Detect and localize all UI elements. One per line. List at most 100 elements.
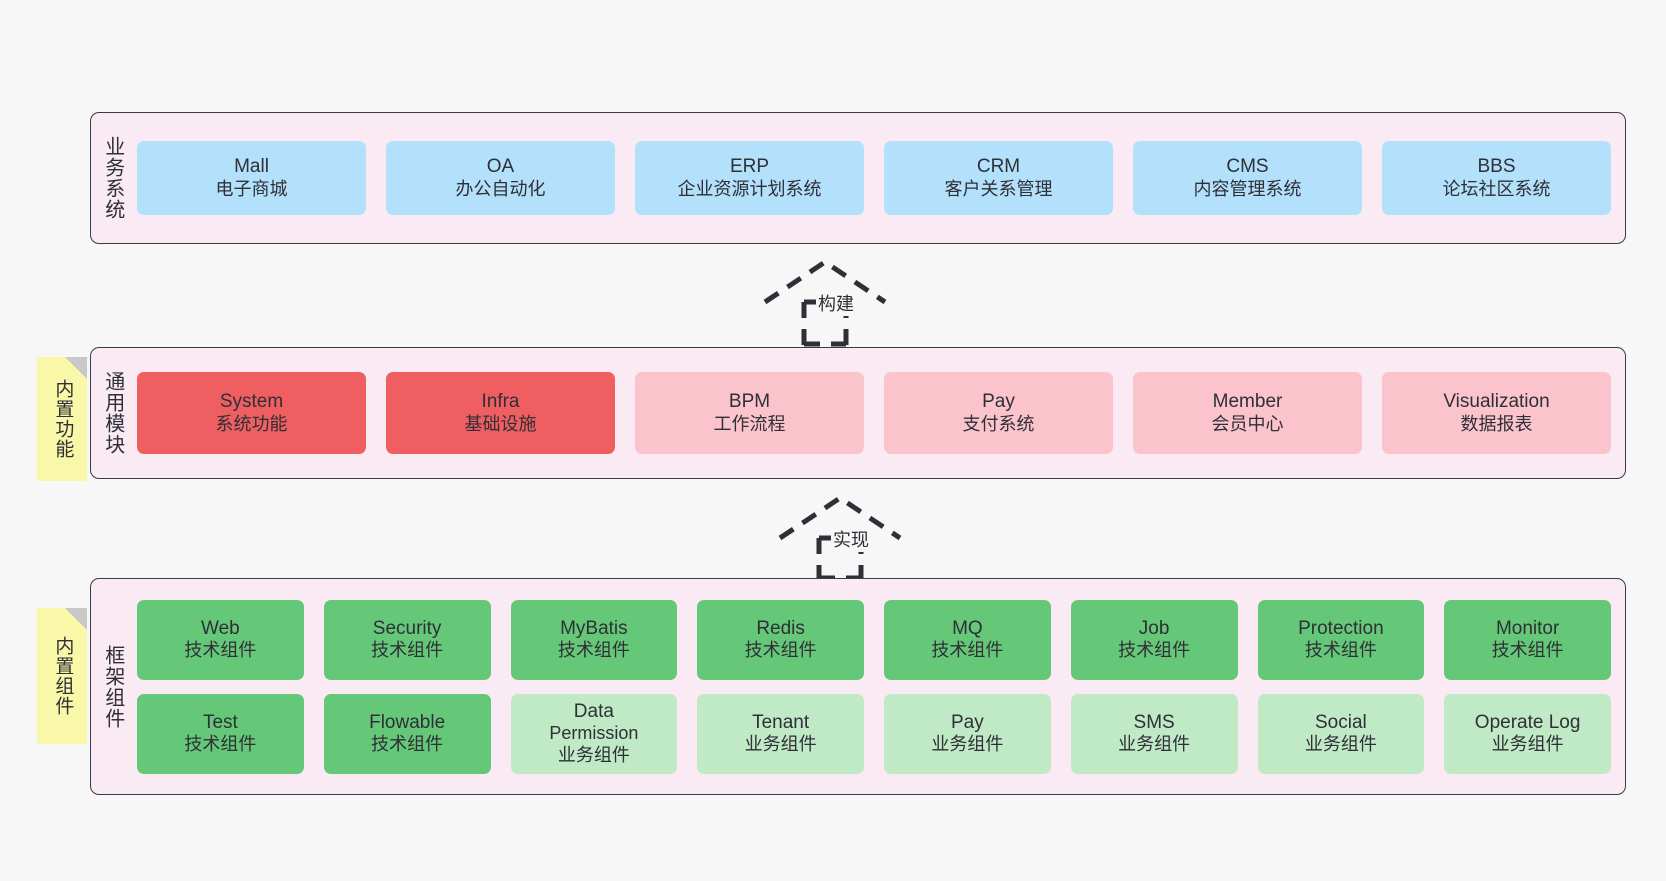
node-subtitle: 业务组件 [1491, 734, 1564, 755]
folded-corner-icon [65, 357, 87, 379]
layer-body-framework-components: Web 技术组件 Security 技术组件 MyBatis 技术组件 Redi… [133, 579, 1625, 794]
node-operate-log[interactable]: Operate Log 业务组件 [1444, 693, 1611, 774]
generalization-arrowhead-icon [763, 258, 887, 305]
layer-title-framework-components: 框架组件 [101, 644, 124, 729]
node-tenant[interactable]: Tenant 业务组件 [697, 693, 864, 774]
node-subtitle: 业务组件 [557, 745, 630, 766]
node-title: Member [1212, 391, 1283, 413]
node-title: System [219, 391, 284, 413]
layer-body-common-modules: System 系统功能 Infra 基础设施 BPM 工作流程 Pay 支付系统… [133, 348, 1625, 478]
node-mybatis[interactable]: MyBatis 技术组件 [510, 599, 678, 680]
layer-title-business-systems: 业务系统 [101, 136, 124, 220]
node-test[interactable]: Test 技术组件 [137, 693, 304, 774]
node-subtitle: 技术组件 [371, 640, 444, 661]
node-title: Monitor [1495, 617, 1560, 639]
node-subtitle: 系统功能 [215, 413, 288, 434]
node-subtitle: 技术组件 [744, 640, 817, 661]
connector-build: 构建 [760, 256, 900, 347]
layer-body-business-systems: Mall 电子商城 OA 办公自动化 ERP 企业资源计划系统 CRM 客户关系… [133, 113, 1625, 243]
node-member[interactable]: Member 会员中心 [1133, 372, 1362, 454]
node-mq[interactable]: MQ 技术组件 [884, 599, 1051, 680]
node-title: Pay [951, 711, 984, 733]
node-social[interactable]: Social 业务组件 [1257, 693, 1425, 774]
node-title: BBS [1477, 156, 1516, 178]
node-title: ERP [729, 156, 770, 178]
layer-business-systems[interactable]: 业务系统 Mall 电子商城 OA 办公自动化 ERP 企业资源计划系统 CRM… [90, 112, 1626, 244]
node-subtitle: 业务组件 [744, 734, 817, 755]
node-oa[interactable]: OA 办公自动化 [386, 141, 615, 215]
node-cms[interactable]: CMS 内容管理系统 [1133, 141, 1362, 215]
node-job[interactable]: Job 技术组件 [1070, 599, 1238, 680]
node-title: CMS [1226, 156, 1269, 178]
node-title: Job [1138, 617, 1170, 639]
node-subtitle: 数据报表 [1460, 413, 1533, 434]
node-security[interactable]: Security 技术组件 [323, 599, 491, 680]
node-subtitle: 技术组件 [1118, 640, 1191, 661]
node-subtitle: 工作流程 [713, 413, 786, 434]
node-subtitle: 内容管理系统 [1193, 178, 1302, 199]
node-subtitle: 企业资源计划系统 [677, 178, 822, 199]
node-redis[interactable]: Redis 技术组件 [697, 599, 864, 680]
layer-row: System 系统功能 Infra 基础设施 BPM 工作流程 Pay 支付系统… [137, 372, 1611, 454]
node-subtitle: 技术组件 [1304, 640, 1377, 661]
layer-framework-components[interactable]: 框架组件 Web 技术组件 Security 技术组件 MyBatis 技术组件… [90, 578, 1626, 795]
node-title: SMS [1133, 711, 1175, 733]
connector-implement: 实现 [775, 492, 915, 581]
node-title-cont: Permission [549, 723, 639, 744]
node-monitor[interactable]: Monitor 技术组件 [1444, 599, 1611, 680]
layer-row: Web 技术组件 Security 技术组件 MyBatis 技术组件 Redi… [137, 599, 1611, 680]
node-title: Flowable [369, 711, 446, 733]
node-web[interactable]: Web 技术组件 [137, 599, 304, 680]
node-erp[interactable]: ERP 企业资源计划系统 [635, 141, 864, 215]
node-title: Protection [1298, 617, 1384, 639]
note-builtin-features[interactable]: 内置功能 [37, 357, 87, 481]
node-infra[interactable]: Infra 基础设施 [386, 372, 615, 454]
node-pay[interactable]: Pay 支付系统 [884, 372, 1113, 454]
node-title: Pay [982, 391, 1015, 413]
layer-row: Mall 电子商城 OA 办公自动化 ERP 企业资源计划系统 CRM 客户关系… [137, 141, 1611, 215]
node-title: Web [201, 617, 240, 639]
node-subtitle: 会员中心 [1211, 413, 1284, 434]
node-subtitle: 客户关系管理 [944, 178, 1053, 199]
node-bpm[interactable]: BPM 工作流程 [635, 372, 864, 454]
node-title: Test [202, 711, 238, 733]
node-flowable[interactable]: Flowable 技术组件 [323, 693, 491, 774]
node-pay-component[interactable]: Pay 业务组件 [884, 693, 1051, 774]
node-subtitle: 技术组件 [184, 640, 257, 661]
layer-title-common-modules: 通用模块 [101, 371, 124, 455]
node-subtitle: 技术组件 [557, 640, 630, 661]
folded-corner-icon [65, 608, 87, 630]
node-subtitle: 论坛社区系统 [1442, 178, 1551, 199]
node-sms[interactable]: SMS 业务组件 [1070, 693, 1238, 774]
node-title: Mall [234, 156, 269, 178]
note-builtin-components[interactable]: 内置组件 [37, 608, 87, 744]
node-subtitle: 业务组件 [1304, 734, 1377, 755]
node-bbs[interactable]: BBS 论坛社区系统 [1382, 141, 1611, 215]
layer-row: Test 技术组件 Flowable 技术组件 Data Permission … [137, 693, 1611, 774]
node-subtitle: 办公自动化 [455, 178, 546, 199]
node-crm[interactable]: CRM 客户关系管理 [884, 141, 1113, 215]
node-title: MyBatis [560, 617, 628, 639]
node-protection[interactable]: Protection 技术组件 [1257, 599, 1425, 680]
node-title: OA [486, 156, 515, 178]
node-subtitle: 基础设施 [464, 413, 537, 434]
node-system[interactable]: System 系统功能 [137, 372, 366, 454]
node-subtitle: 支付系统 [962, 413, 1035, 434]
node-title: Social [1315, 711, 1367, 733]
node-mall[interactable]: Mall 电子商城 [137, 141, 366, 215]
note-label: 内置组件 [52, 636, 74, 716]
node-subtitle: 业务组件 [931, 734, 1004, 755]
node-subtitle: 电子商城 [215, 178, 288, 199]
layer-common-modules[interactable]: 通用模块 System 系统功能 Infra 基础设施 BPM 工作流程 Pay… [90, 347, 1626, 479]
node-data-permission[interactable]: Data Permission 业务组件 [510, 693, 678, 774]
node-title: Redis [756, 617, 805, 639]
node-subtitle: 技术组件 [931, 640, 1004, 661]
node-visualization[interactable]: Visualization 数据报表 [1382, 372, 1611, 454]
connector-label-build: 构建 [816, 290, 856, 316]
connector-label-implement: 实现 [831, 526, 871, 552]
node-subtitle: 技术组件 [371, 734, 444, 755]
node-title: Security [372, 617, 442, 639]
node-title: Visualization [1443, 391, 1550, 413]
node-subtitle: 技术组件 [1491, 640, 1564, 661]
